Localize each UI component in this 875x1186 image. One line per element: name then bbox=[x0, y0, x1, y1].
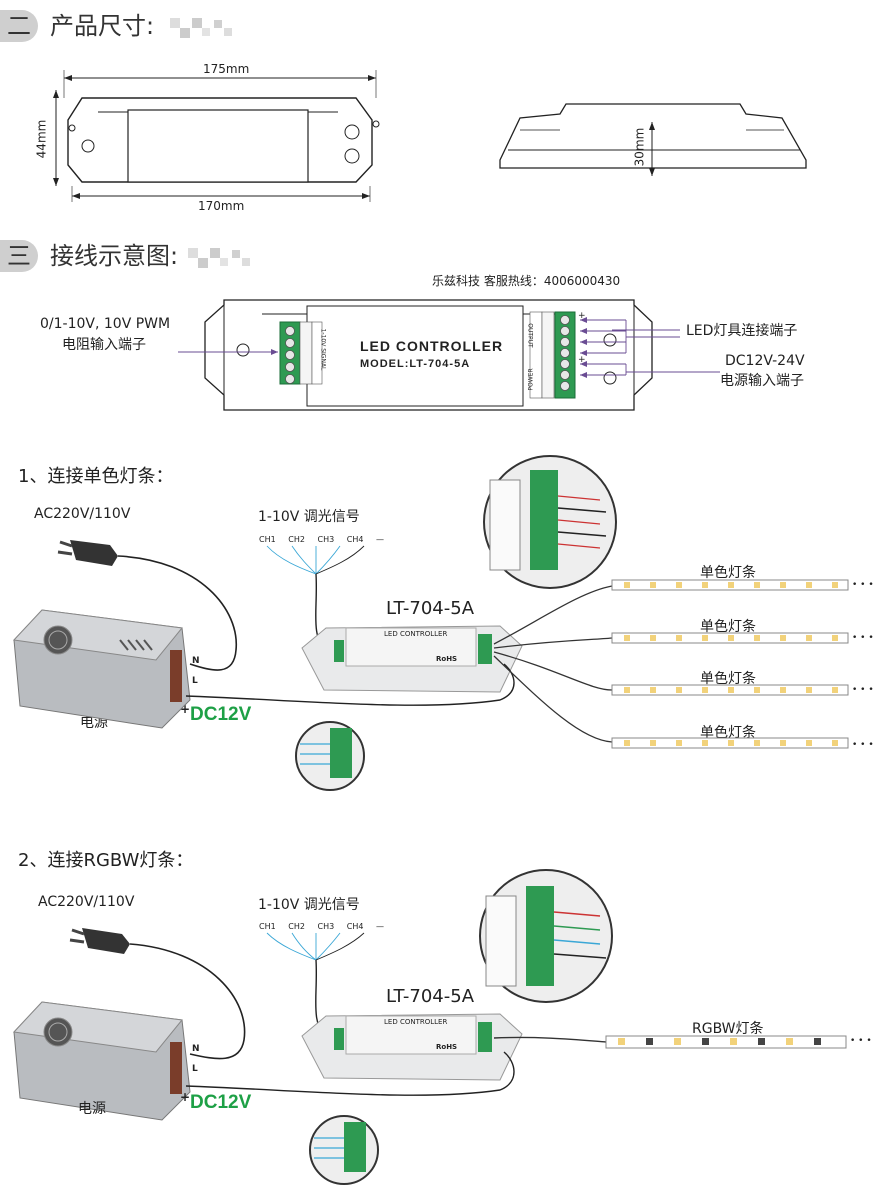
section-title: 接线示意图: bbox=[50, 242, 179, 270]
ellipsis: • • • bbox=[852, 633, 874, 643]
ellipsis: • • • bbox=[852, 580, 874, 590]
part1-model-label: LT-704-5A bbox=[386, 598, 475, 619]
part2-channels: CH1 CH2 CH3 CH4 — bbox=[259, 922, 384, 931]
controller-model: MODEL:LT-704-5A bbox=[360, 358, 471, 370]
ellipsis: • • • bbox=[852, 740, 874, 750]
mini-controller-title: LED CONTROLLER bbox=[384, 630, 448, 638]
part2-signal-label: 1-10V 调光信号 bbox=[258, 897, 360, 913]
svg-text:+: + bbox=[578, 311, 586, 321]
controller-title: LED CONTROLLER bbox=[360, 338, 504, 354]
part2-dc-label: DC12V bbox=[190, 1092, 252, 1113]
plug-icon bbox=[69, 928, 130, 954]
part2-model-label: LT-704-5A bbox=[386, 986, 475, 1007]
checker-decoration-icon bbox=[188, 248, 250, 268]
rgbw-strip-label: RGBW灯条 bbox=[692, 1021, 764, 1037]
dimension-width-bottom: 170mm bbox=[198, 199, 245, 213]
channel-label: CH2 bbox=[288, 535, 305, 544]
ellipsis: • • • bbox=[850, 1036, 872, 1046]
power-supply-icon bbox=[12, 1001, 191, 1121]
company-hotline: 乐兹科技 客服热线：4006000430 bbox=[432, 274, 621, 288]
part2-psu-label: 电源 bbox=[78, 1101, 106, 1117]
checker-decoration-icon bbox=[170, 18, 232, 38]
strip-label-1: 单色灯条 bbox=[700, 565, 756, 581]
led-terminal-label: LED灯具连接端子 bbox=[686, 323, 798, 339]
channel-label: CH4 bbox=[346, 922, 364, 931]
section-number: 三 bbox=[0, 240, 38, 272]
channel-label: — bbox=[376, 535, 384, 544]
channel-label: CH1 bbox=[259, 922, 276, 931]
section-title: 产品尺寸: bbox=[50, 12, 155, 40]
mini-controller-rohs: RoHS bbox=[436, 1043, 458, 1051]
section-header-wiring: 三 接线示意图: bbox=[0, 236, 300, 276]
channel-label: CH4 bbox=[346, 535, 364, 544]
part1-channels: CH1 CH2 CH3 CH4 — bbox=[259, 535, 384, 544]
part1-dc-label: DC12V bbox=[190, 704, 252, 725]
input-terminal-label-1: 0/1-10V, 10V PWM bbox=[40, 316, 171, 332]
part2-ac-label: AC220V/110V bbox=[38, 894, 135, 910]
channel-label: CH2 bbox=[288, 922, 305, 931]
power-terminal-label-1: DC12V-24V bbox=[725, 353, 805, 369]
zoom-output-terminal-icon bbox=[479, 869, 613, 1003]
channel-label: CH3 bbox=[317, 922, 335, 931]
part2-term-l: L bbox=[192, 1064, 198, 1074]
dimension-drawing bbox=[53, 70, 807, 202]
part2-term-n: N bbox=[192, 1044, 200, 1054]
zoom-input-terminal-icon bbox=[295, 721, 365, 791]
zoom-input-terminal-icon bbox=[309, 1115, 379, 1185]
zoom-output-terminal-icon bbox=[483, 455, 617, 589]
mini-controller-icon bbox=[301, 625, 523, 693]
part1-term-l: L bbox=[192, 676, 198, 686]
part1-signal-label: 1-10V 调光信号 bbox=[258, 509, 360, 525]
led-strip-icon bbox=[611, 579, 849, 749]
section-number: 二 bbox=[0, 10, 38, 42]
part1-term-n: N bbox=[192, 656, 200, 666]
strip-label-2: 单色灯条 bbox=[700, 619, 756, 635]
section-header-dimensions: 二 产品尺寸: bbox=[0, 6, 300, 46]
part2-term-plus: + bbox=[180, 1090, 191, 1104]
input-terminal-label-2: 电阻输入端子 bbox=[62, 337, 146, 353]
wiring-diagram: ++ bbox=[178, 299, 720, 411]
ellipsis: • • • bbox=[852, 685, 874, 695]
strip-label-3: 单色灯条 bbox=[700, 671, 756, 687]
mini-controller-title: LED CONTROLLER bbox=[384, 1018, 448, 1026]
power-terminal-label-2: 电源输入端子 bbox=[720, 373, 804, 389]
strip-label-4: 单色灯条 bbox=[700, 725, 756, 741]
power-supply-icon bbox=[12, 609, 191, 729]
part1-term-plus: + bbox=[180, 702, 191, 716]
channel-label: — bbox=[376, 922, 384, 931]
channel-label: CH1 bbox=[259, 535, 276, 544]
channel-label: CH3 bbox=[317, 535, 335, 544]
part2-heading: 2、连接RGBW灯条： bbox=[18, 850, 194, 871]
part1-ac-label: AC220V/110V bbox=[34, 506, 131, 522]
svg-text:+: + bbox=[578, 355, 586, 365]
part1-heading: 1、连接单色灯条： bbox=[18, 466, 174, 487]
mini-controller-icon bbox=[301, 1013, 523, 1081]
plug-icon bbox=[57, 540, 118, 566]
dimension-width-top: 175mm bbox=[203, 62, 250, 76]
mini-controller-rohs: RoHS bbox=[436, 655, 458, 663]
